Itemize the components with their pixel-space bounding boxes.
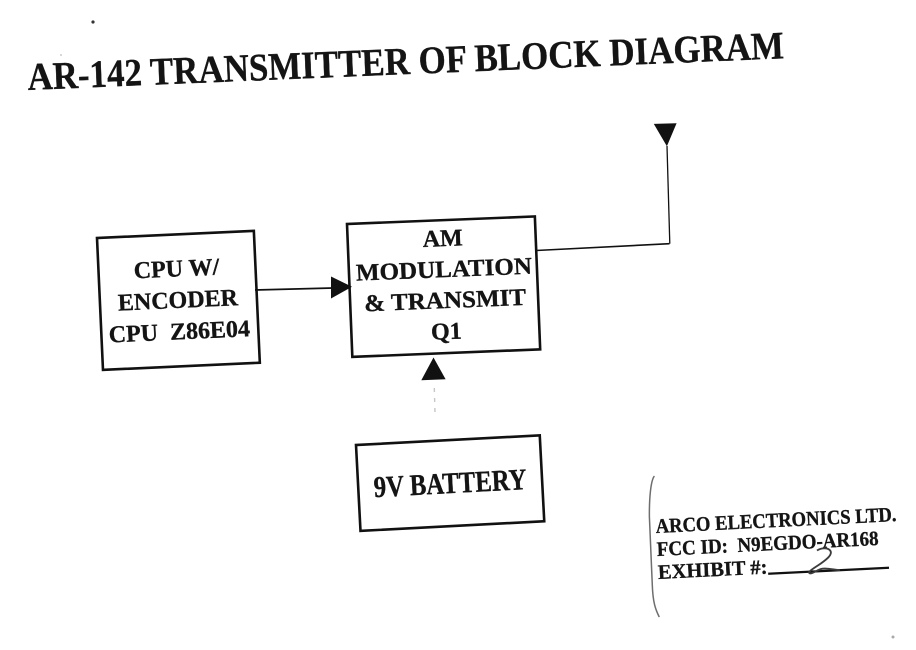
svg-text:9V BATTERY: 9V BATTERY [373, 463, 528, 504]
svg-text:Q1: Q1 [431, 318, 463, 345]
svg-text:ENCODER: ENCODER [117, 285, 239, 316]
svg-text:CPU W/: CPU W/ [133, 254, 220, 284]
svg-text:AM: AM [422, 225, 463, 253]
svg-text:EXHIBIT #:: EXHIBIT #: [657, 557, 768, 584]
